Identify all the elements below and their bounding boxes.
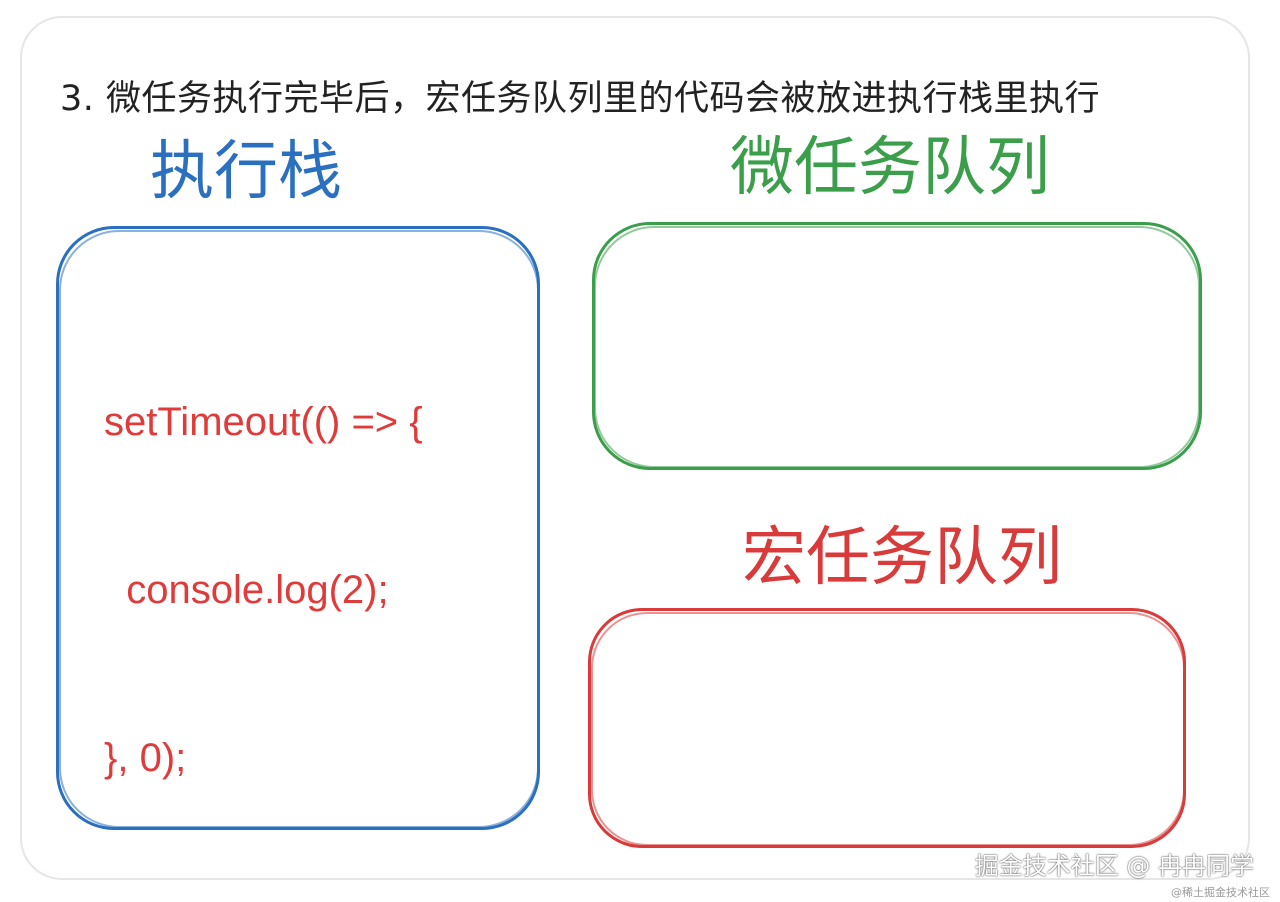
code-snippet: setTimeout(() => { console.log(2); }, 0)… xyxy=(104,282,423,842)
execution-stack-box-outline xyxy=(59,230,539,828)
watermark-small-text: @稀土掘金技术社区 xyxy=(1171,886,1270,899)
execution-stack-title: 执行栈 xyxy=(150,135,342,209)
step-description: 3. 微任务执行完毕后，宏任务队列里的代码会被放进执行栈里执行 xyxy=(60,79,1101,119)
microtask-queue-title: 微任务队列 xyxy=(730,131,1050,205)
macrotask-queue-box-outline xyxy=(591,612,1185,846)
code-line: console.log(2); xyxy=(104,568,389,612)
code-line: }, 0); xyxy=(104,736,187,780)
code-line: setTimeout(() => { xyxy=(104,400,423,444)
microtask-queue-box-outline xyxy=(594,226,1200,468)
microtask-queue-box xyxy=(592,222,1202,470)
macrotask-queue-title: 宏任务队列 xyxy=(742,521,1062,595)
watermark-text: 掘金技术社区 @ 冉冉同学 xyxy=(974,852,1254,880)
